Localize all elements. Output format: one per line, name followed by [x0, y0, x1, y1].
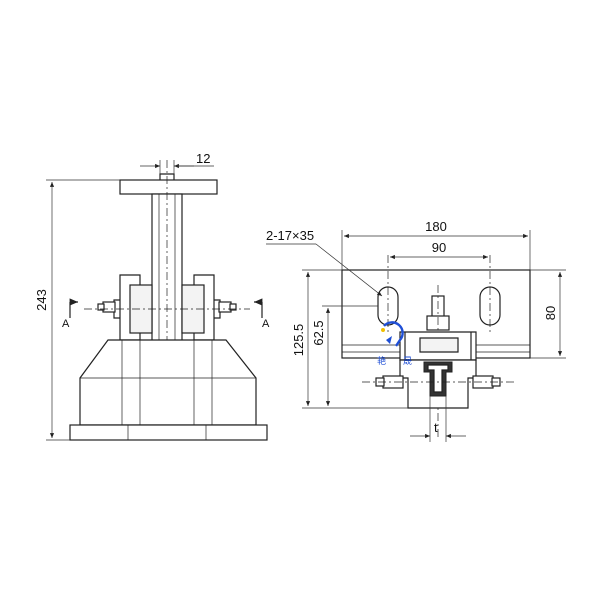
left-bolt: [97, 301, 116, 313]
dimension-180: 180: [341, 219, 531, 270]
dim-label-90: 90: [432, 240, 446, 255]
dimension-90: 90: [390, 240, 488, 260]
left-view: A A 12 243: [34, 151, 270, 441]
slot-callout: 2-17×35: [266, 228, 383, 297]
right-bolt: [218, 301, 237, 313]
top-plate: [119, 179, 218, 195]
dimension-125-5: 125.5: [291, 269, 408, 409]
dim-label-125-5: 125.5: [291, 324, 306, 357]
watermark-logo: 艳 晟: [377, 321, 412, 366]
dimension-t: t: [410, 396, 466, 442]
bottom-plate: [69, 424, 268, 441]
dim-label-180: 180: [425, 219, 447, 234]
section-label-right: A: [262, 318, 270, 330]
section-label-left: A: [62, 318, 70, 330]
dim-label-12: 12: [196, 151, 210, 166]
dimension-62-5: 62.5: [311, 305, 378, 406]
dimension-80: 80: [530, 269, 566, 359]
base-housing: [79, 339, 257, 426]
watermark-char-right: 晟: [403, 356, 412, 366]
watermark-char-left: 艳: [377, 355, 386, 366]
dimension-243: 243: [34, 179, 120, 441]
right-view: 180 90 2-17×35 80 125.5: [266, 219, 566, 442]
dim-label-80: 80: [543, 306, 558, 320]
dim-label-62-5: 62.5: [311, 320, 326, 345]
dim-label-243: 243: [34, 289, 49, 311]
slot-callout-label: 2-17×35: [266, 228, 314, 243]
dim-label-t: t: [434, 420, 438, 435]
dimension-12: 12: [140, 151, 214, 174]
